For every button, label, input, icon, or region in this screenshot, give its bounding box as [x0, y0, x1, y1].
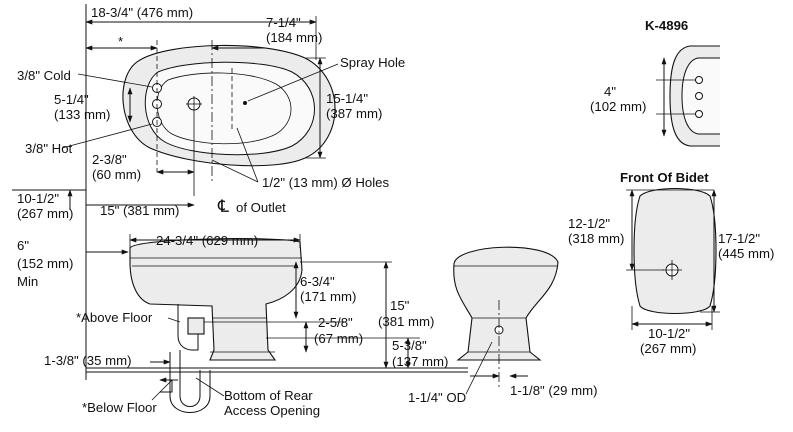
bidet-plan-outline	[633, 188, 717, 314]
outlet-height-label: 5-3/8"	[392, 338, 427, 353]
outlet-od-label: 1-1/4" OD	[408, 390, 466, 405]
hole-depth-mm: (318 mm)	[568, 231, 624, 246]
wall-offset-label: 10-1/2"	[17, 191, 59, 206]
bidet-length-label: 24-3/4" (629 mm)	[156, 233, 258, 248]
bidet-depth-label: 17-1/2"	[718, 231, 760, 246]
rim-drop-label: 6-3/4"	[300, 274, 335, 289]
min-clearance-mm: (152 mm)	[17, 256, 73, 271]
supply-height-mm: (67 mm)	[314, 331, 363, 346]
bidet-width-label: 10-1/2"	[648, 326, 690, 341]
overall-width-label: 18-3/4" (476 mm)	[91, 5, 193, 20]
access-label-1: Bottom of Rear	[224, 388, 313, 403]
faucet-detail	[656, 45, 720, 147]
bidet-width-mm: (267 mm)	[640, 341, 696, 356]
bowl-depth-mm: (387 mm)	[326, 106, 382, 121]
detail-spacing-label: 4"	[604, 84, 616, 99]
holes-label: 1/2" (13 mm) Ø Holes	[262, 175, 389, 190]
top-view	[61, 16, 339, 210]
model-title: K-4896	[645, 18, 688, 33]
supply-height-label: 2-5/8"	[318, 315, 353, 330]
hot-label: 3/8" Hot	[25, 141, 73, 156]
spray-offset-label: 7-1/4"	[266, 15, 301, 30]
wall-offset-mm: (267 mm)	[17, 206, 73, 221]
side-view	[86, 234, 468, 413]
height-mm: (381 mm)	[378, 314, 434, 329]
of-outlet-label: of Outlet	[236, 200, 286, 215]
side-view-outline	[129, 238, 303, 361]
access-label-2: Access Opening	[224, 403, 320, 418]
supply-pipe	[177, 304, 199, 351]
hole-offset-label: 2-3/8"	[92, 152, 127, 167]
outlet-height-mm: (137 mm)	[392, 354, 448, 369]
valve-spacing-mm: (133 mm)	[54, 107, 110, 122]
spray-offset-mm: (184 mm)	[266, 30, 322, 45]
outlet-distance-label: 15" (381 mm)	[100, 203, 179, 218]
height-label: 15"	[390, 298, 410, 313]
below-floor-label: *Below Floor	[82, 400, 157, 415]
min-clearance-label: 6"	[17, 238, 29, 253]
spray-hole-mark	[243, 101, 247, 105]
hole-depth-label: 12-1/2"	[568, 216, 610, 231]
detail-spacing-mm: (102 mm)	[590, 99, 646, 114]
front-of-bidet-view	[626, 188, 720, 330]
rim-drop-mm: (171 mm)	[300, 289, 356, 304]
front-view-outline	[453, 246, 559, 361]
valve-spacing-label: 5-1/4"	[54, 92, 89, 107]
spray-hole-label: Spray Hole	[340, 55, 405, 70]
cold-label: 3/8" Cold	[17, 68, 71, 83]
above-floor-label: *Above Floor	[76, 310, 153, 325]
outlet-offset-label: 1-1/8" (29 mm)	[510, 383, 598, 398]
bidet-depth-mm: (445 mm)	[718, 246, 774, 261]
supply-valve	[187, 317, 205, 335]
front-view	[453, 246, 559, 395]
bowl-depth-label: 15-1/4"	[326, 91, 368, 106]
centerline-symbol: ℄	[217, 197, 229, 216]
front-of-bidet-title: Front Of Bidet	[620, 170, 709, 185]
top-view-bowl	[144, 61, 315, 156]
min-clearance-min: Min	[17, 274, 38, 289]
hole-offset-mm: (60 mm)	[92, 167, 141, 182]
trap-offset-label: 1-3/8" (35 mm)	[44, 353, 132, 368]
star-mark: *	[118, 34, 123, 49]
